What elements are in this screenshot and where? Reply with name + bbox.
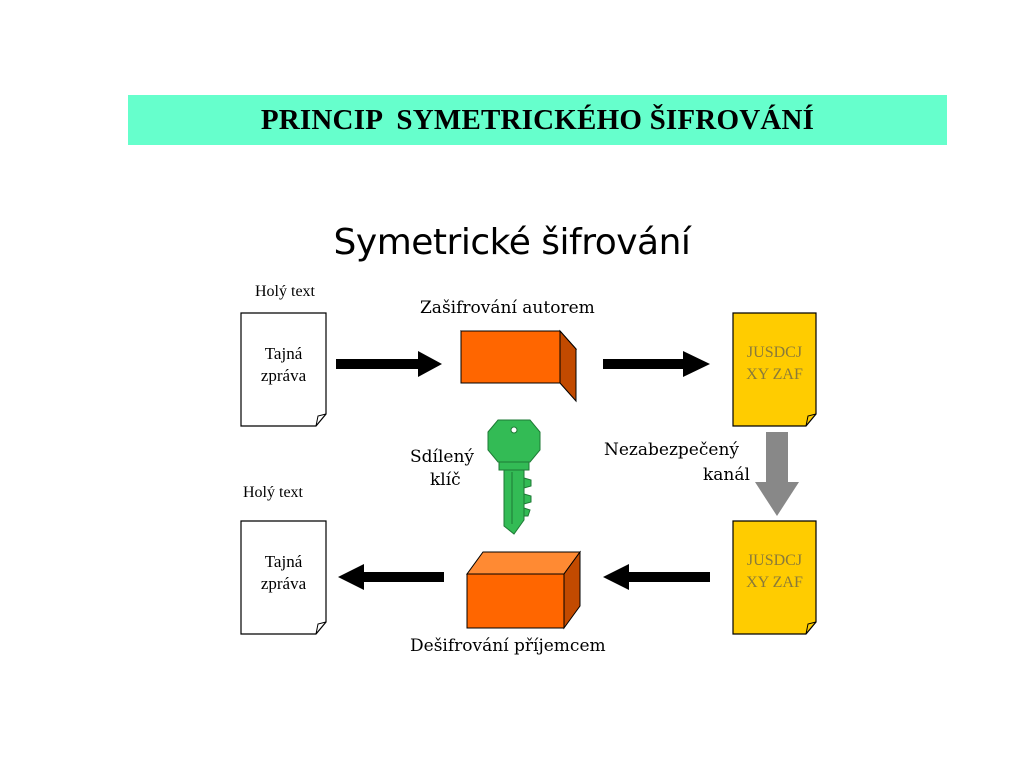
- insecure-channel-arrow: [755, 432, 799, 516]
- diagram-heading: Symetrické šifrování: [333, 222, 691, 263]
- decrypt-label: Dešifrování příjemcem: [410, 636, 606, 656]
- ciphertext-doc-bottom-text: JUSDCJ XY ZAF: [733, 550, 816, 594]
- plaintext-doc-top-line1: Tajná: [264, 344, 303, 363]
- key-label-line2: klíč: [430, 470, 461, 490]
- arrow-plaintext-to-encrypt: [336, 351, 442, 377]
- plaintext-doc-top-text: Tajná zpráva: [241, 343, 326, 387]
- ciphertext-document-bottom: [732, 520, 817, 635]
- plaintext-doc-top-line2: zpráva: [260, 366, 307, 385]
- arrow-encrypt-to-ciphertext: [603, 351, 710, 377]
- key-label-line1: Sdílený: [410, 447, 475, 467]
- ciphertext-doc-top-text: JUSDCJ XY ZAF: [733, 342, 816, 386]
- shared-key-icon: [487, 419, 541, 535]
- plaintext-doc-bottom-line1: Tajná: [264, 552, 303, 571]
- plaintext-label-top: Holý text: [255, 283, 315, 300]
- plaintext-label-bottom: Holý text: [243, 484, 303, 501]
- decrypt-box: [466, 550, 581, 630]
- ciphertext-doc-bottom-line2: XY ZAF: [746, 574, 803, 591]
- plaintext-doc-bottom-text: Tajná zpráva: [241, 551, 326, 595]
- channel-label-line1: Nezabezpečený: [604, 440, 740, 460]
- ciphertext-doc-bottom-line1: JUSDCJ: [746, 552, 803, 569]
- arrow-ciphertext-to-decrypt: [603, 564, 710, 590]
- plaintext-document-bottom: [240, 520, 327, 635]
- title-bar: PRINCIP SYMETRICKÉHO ŠIFROVÁNÍ: [128, 95, 947, 145]
- ciphertext-doc-top-line1: JUSDCJ: [746, 344, 803, 361]
- channel-label-line2: kanál: [703, 465, 750, 485]
- ciphertext-doc-top-line2: XY ZAF: [746, 366, 803, 383]
- page-title: PRINCIP SYMETRICKÉHO ŠIFROVÁNÍ: [260, 103, 815, 136]
- ciphertext-document-top: [732, 312, 817, 427]
- arrow-decrypt-to-plaintext: [338, 564, 444, 590]
- plaintext-doc-bottom-line2: zpráva: [260, 574, 307, 593]
- encrypt-label: Zašifrování autorem: [420, 298, 595, 318]
- plaintext-document-top: [240, 312, 327, 427]
- encrypt-box: [459, 329, 578, 403]
